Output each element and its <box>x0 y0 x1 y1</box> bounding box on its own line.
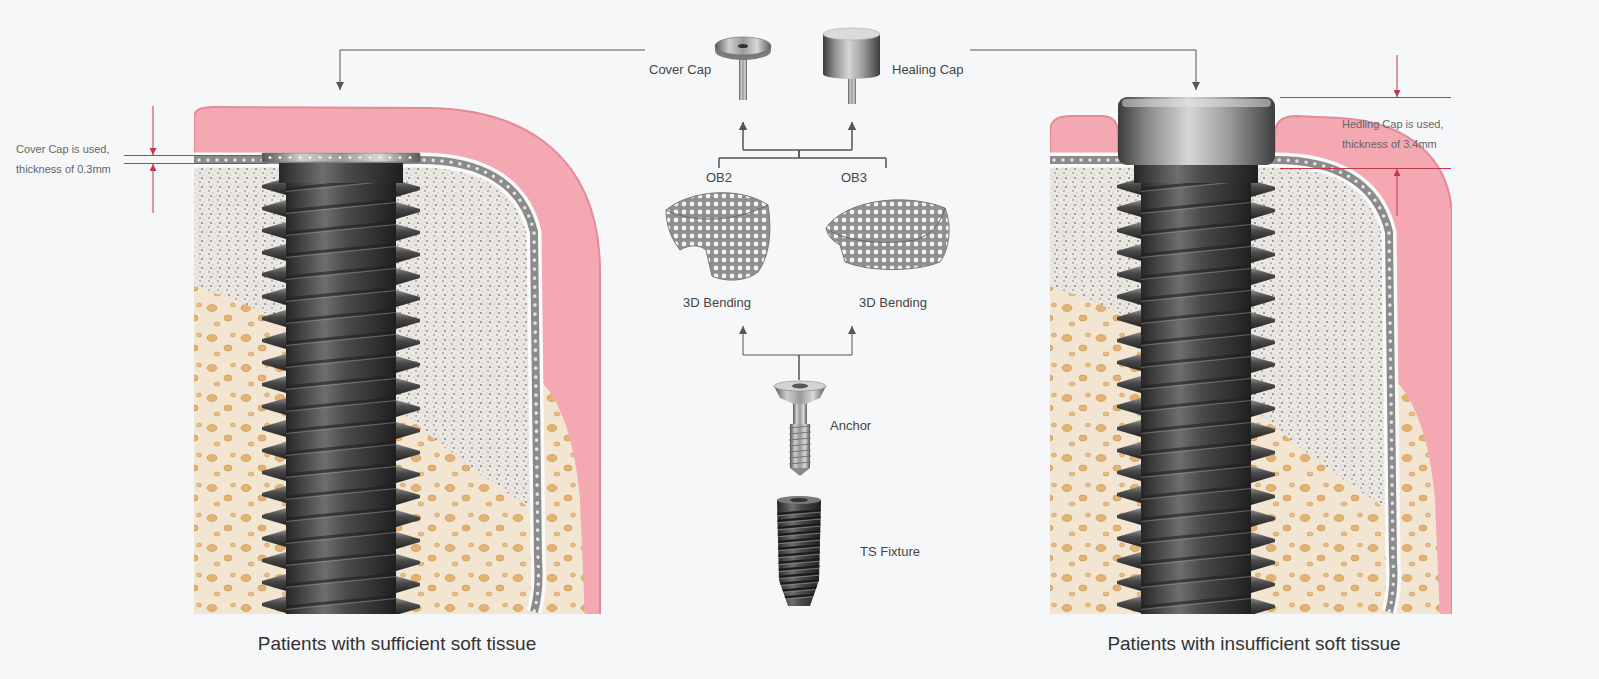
part-figure: TS Fixture <box>772 496 932 612</box>
illustration-part <box>793 402 807 426</box>
part-figure: Healing Cap <box>820 24 970 122</box>
illustration-part <box>790 468 810 476</box>
healing-cap <box>1118 97 1275 165</box>
illustration-part <box>1280 168 1451 169</box>
bone-mesh-implant <box>1050 150 1440 614</box>
part-label: TS Fixture <box>860 544 920 559</box>
illustration-part <box>124 155 268 156</box>
illustration-part <box>823 69 880 79</box>
illustration-part <box>823 28 880 40</box>
part-figure: Anchor <box>772 380 884 476</box>
anchor-part <box>774 381 826 476</box>
illustration-part <box>1397 169 1398 216</box>
illustration-part <box>777 496 821 504</box>
callout-note: Cover Cap is used, thickness of 0.3mm <box>16 139 128 179</box>
ob3-mesh <box>826 200 949 270</box>
callout-note: Hedling Cap is used, thickness of 3.4mm <box>1342 114 1454 154</box>
part-label: Anchor <box>830 418 871 433</box>
illustration-part <box>777 500 821 606</box>
flow-arrow <box>970 50 1196 90</box>
part-label: OB3 <box>841 170 867 185</box>
right-illustration <box>1050 97 1452 614</box>
cover-cap <box>262 153 420 162</box>
flow-arrow <box>799 122 886 168</box>
illustration-part <box>1122 99 1271 107</box>
cover-cap-part <box>715 37 771 100</box>
illustration-part <box>715 37 771 55</box>
illustration-part <box>738 44 748 48</box>
illustration-part <box>1397 55 1398 97</box>
illustration-part <box>153 164 154 213</box>
part-figure: OB3 3D Bending <box>815 168 957 326</box>
left-illustration <box>194 107 600 614</box>
illustration-part <box>153 106 154 155</box>
part-note: 3D Bending <box>683 295 751 310</box>
illustration-panel: Patients with insufficient soft tissue <box>1050 90 1451 660</box>
dimension-lines <box>124 55 1451 216</box>
part-label: Healing Cap <box>892 62 964 77</box>
ob2-mesh <box>666 193 770 280</box>
illustration-part <box>789 426 811 464</box>
healing-cap-part <box>823 28 880 104</box>
illustration-panel: Patients with sufficient soft tissue <box>194 90 600 660</box>
part-note: 3D Bending <box>859 295 927 310</box>
illustration-part <box>790 424 810 468</box>
panel-caption: Patients with insufficient soft tissue <box>1107 633 1400 655</box>
illustration-part <box>124 163 268 164</box>
part-figure: OB2 3D Bending <box>660 168 778 326</box>
illustration-part <box>270 156 415 159</box>
illustration-part <box>774 381 826 391</box>
part-label: OB2 <box>706 170 732 185</box>
flow-arrow <box>743 326 799 380</box>
illustration-part <box>848 76 856 104</box>
flow-arrow <box>719 122 799 168</box>
ts-fixture-part <box>776 496 822 606</box>
flow-arrow <box>799 326 852 380</box>
part-label: Cover Cap <box>649 62 711 77</box>
flow-arrow <box>719 122 852 168</box>
illustration-part <box>826 200 949 270</box>
illustration-part <box>776 510 822 600</box>
illustration-part <box>792 384 808 389</box>
illustration-part <box>1280 97 1451 98</box>
illustration-part <box>776 512 822 600</box>
illustration-part <box>666 205 768 219</box>
bone-mesh-implant <box>194 150 585 614</box>
panel-caption: Patients with sufficient soft tissue <box>258 633 536 655</box>
illustration-part <box>826 208 945 242</box>
flow-arrow <box>340 50 645 90</box>
flow-arrow <box>743 122 886 168</box>
illustration-part <box>790 498 808 502</box>
part-figure: Cover Cap <box>645 34 775 122</box>
illustration-part <box>776 510 822 598</box>
illustration-part <box>739 54 747 100</box>
illustration-part <box>666 193 770 280</box>
